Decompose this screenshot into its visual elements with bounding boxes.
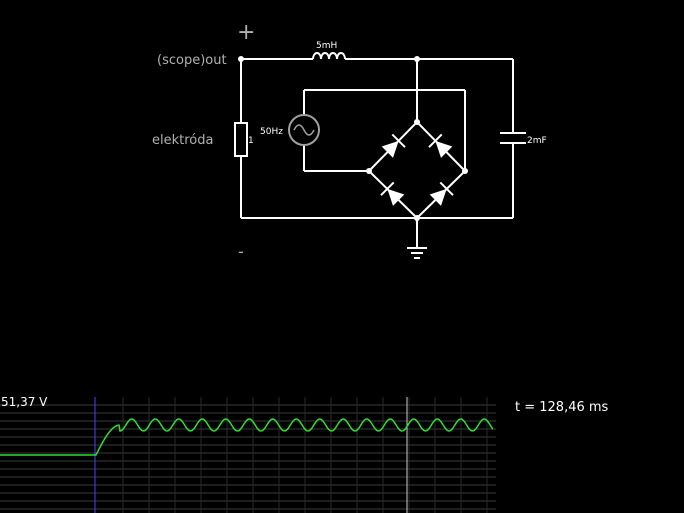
node-top[interactable] xyxy=(414,56,420,62)
circuit-schematic[interactable]: + - (scope)out elektróda 1 50Hz 5mH 2mF xyxy=(0,0,684,395)
node-bridge-left[interactable] xyxy=(366,168,372,174)
capacitor[interactable] xyxy=(500,132,526,144)
capacitor-value-label: 2mF xyxy=(527,136,547,146)
electrode-label: elektróda xyxy=(152,133,213,148)
inductor[interactable] xyxy=(312,52,346,60)
scope-panel[interactable] xyxy=(0,397,496,513)
scope-grid xyxy=(0,397,496,513)
resistor[interactable] xyxy=(234,122,248,157)
inductor-value-label: 5mH xyxy=(316,41,337,51)
node-output[interactable] xyxy=(238,56,244,62)
nodes xyxy=(238,56,468,221)
wires xyxy=(240,58,514,248)
scope-trace xyxy=(0,418,494,456)
diode-bridge[interactable] xyxy=(368,121,466,219)
node-bridge-top[interactable] xyxy=(414,119,420,125)
node-bridge-right[interactable] xyxy=(462,168,468,174)
node-bridge-bottom[interactable] xyxy=(414,215,420,221)
minus-label: - xyxy=(238,242,244,261)
simulation-time-readout: t = 128,46 ms xyxy=(515,400,609,415)
scope-out-label: (scope)out xyxy=(157,53,227,68)
source-frequency-label: 50Hz xyxy=(260,127,283,137)
resistor-value-label: 1 xyxy=(248,136,254,146)
scope-voltage-readout: 51,37 V xyxy=(1,395,48,409)
ac-source[interactable] xyxy=(288,114,320,146)
plus-label: + xyxy=(237,20,255,45)
ground-icon[interactable] xyxy=(407,247,427,259)
